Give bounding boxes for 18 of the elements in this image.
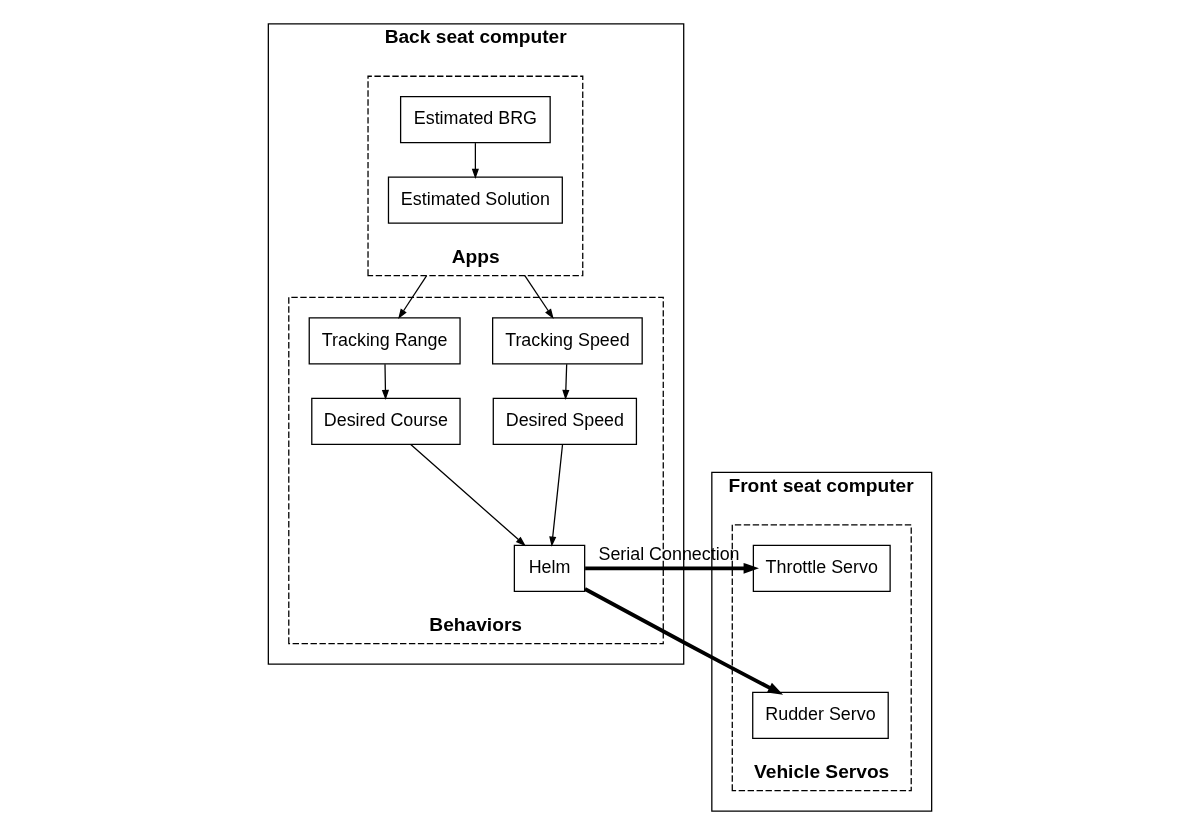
arrow	[409, 443, 526, 547]
node-box: Desired Course	[310, 397, 461, 445]
arrow	[561, 363, 569, 401]
node-box: Desired Speed	[492, 397, 637, 445]
arrow	[381, 363, 389, 401]
node-box: Estimated BRG	[399, 96, 551, 144]
node-box: Tracking Speed	[491, 317, 643, 365]
arrow	[583, 587, 783, 695]
arrow	[584, 562, 759, 574]
node-box: Estimated Solution	[387, 176, 563, 224]
arrow	[523, 275, 554, 320]
node-box: Helm	[513, 544, 585, 592]
node-box: Tracking Range	[308, 317, 461, 365]
arrow	[548, 443, 563, 547]
arrow	[397, 275, 427, 320]
arrow	[471, 142, 479, 179]
node-box: Rudder Servo	[751, 691, 889, 739]
node-box: Throttle Servo	[752, 544, 891, 592]
